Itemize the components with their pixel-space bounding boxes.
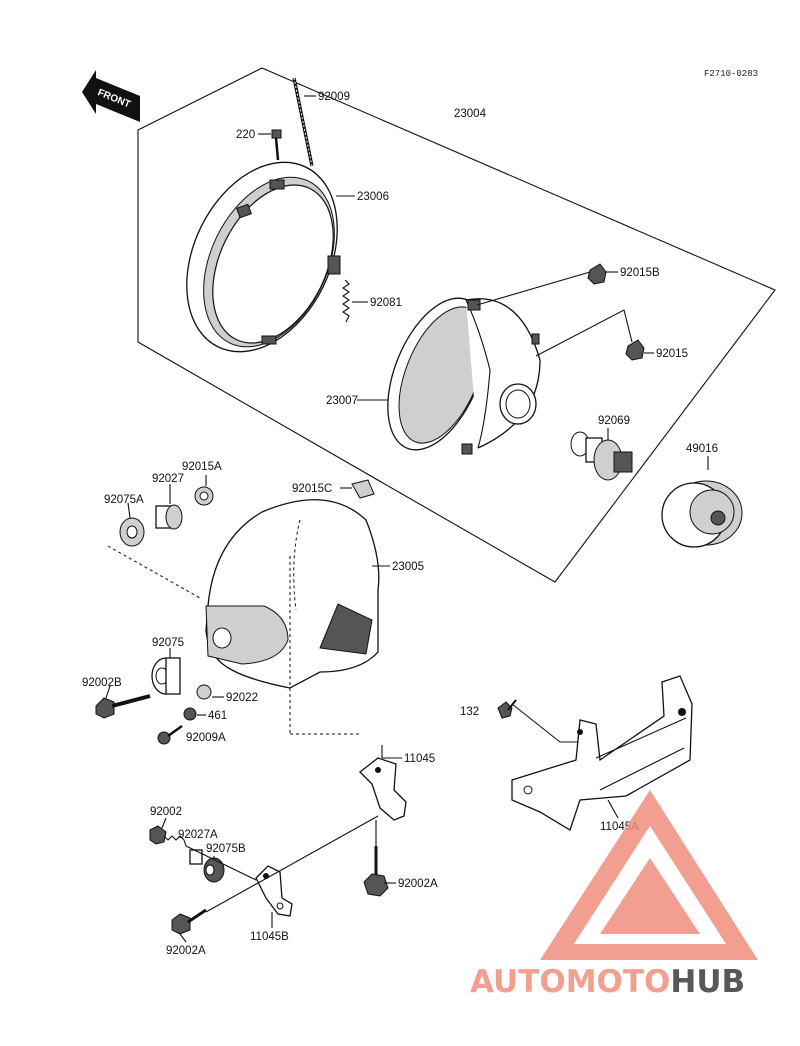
label-92002A-lower: 92002A — [166, 945, 206, 957]
automotohub-watermark: AUTOMOTOHUB — [470, 790, 758, 1000]
label-23005: 23005 — [392, 561, 424, 573]
label-92022: 92022 — [226, 692, 258, 704]
label-92009: 92009 — [318, 91, 350, 103]
nut-92015a — [194, 486, 214, 506]
label-92081: 92081 — [370, 297, 402, 309]
label-92027: 92027 — [152, 473, 184, 485]
screw-220 — [271, 129, 282, 161]
collar-92027 — [155, 504, 183, 530]
label-92002A-upper: 92002A — [398, 878, 438, 890]
clip-92015c — [351, 479, 375, 499]
bulb-92069 — [570, 431, 633, 481]
label-23004: 23004 — [454, 108, 487, 120]
collar-92027a — [189, 849, 203, 865]
damper-92075a — [119, 517, 145, 547]
headlight-housing-23005 — [205, 499, 380, 689]
label-220: 220 — [236, 129, 255, 141]
reflector-unit-23007 — [387, 297, 541, 455]
nut-92015 — [625, 339, 645, 361]
label-92075B: 92075B — [206, 843, 246, 855]
watermark-text-part1: AUTOMOTO — [470, 964, 670, 1000]
label-92015A: 92015A — [182, 461, 222, 473]
damper-92075 — [151, 657, 181, 695]
screw-92009 — [292, 77, 314, 167]
svg-text:AUTOMOTOHUB: AUTOMOTOHUB — [470, 964, 745, 1000]
label-23006: 23006 — [357, 191, 389, 203]
rubber-boot-49016 — [661, 480, 743, 548]
rim-ring-23006 — [186, 161, 341, 353]
label-92009A: 92009A — [186, 732, 226, 744]
label-92027A: 92027A — [178, 829, 218, 841]
nut-461 — [183, 707, 197, 721]
watermark-text-part2: HUB — [670, 964, 745, 1000]
label-92002B: 92002B — [82, 677, 122, 689]
label-132: 132 — [460, 706, 479, 718]
bolt-132 — [497, 699, 517, 719]
label-11045: 11045 — [404, 753, 435, 765]
label-92015C: 92015C — [292, 483, 332, 495]
washer-92022 — [196, 684, 212, 700]
nut-92015b — [587, 263, 607, 285]
figure-code: F2710-0283 — [704, 69, 758, 79]
bolt-92002a-lower — [171, 908, 207, 935]
bracket-11045 — [359, 757, 407, 821]
label-92075: 92075 — [152, 637, 184, 649]
bolt-92002b — [95, 694, 151, 719]
label-92069: 92069 — [598, 415, 630, 427]
label-49016: 49016 — [686, 443, 718, 455]
screw-92009a — [157, 724, 183, 745]
spring-92081 — [342, 279, 350, 323]
bolt-92002a-upper — [363, 846, 389, 897]
label-11045B: 11045B — [250, 931, 289, 943]
damper-92075b — [203, 857, 225, 883]
label-461: 461 — [208, 710, 227, 722]
label-92015: 92015 — [656, 348, 688, 360]
label-92075A: 92075A — [104, 494, 144, 506]
label-23007: 23007 — [326, 395, 358, 407]
bracket-11045a — [511, 675, 693, 831]
assembly-23004-outline — [137, 67, 776, 583]
front-arrow-icon: FRONT — [82, 70, 140, 122]
label-92015B: 92015B — [620, 267, 660, 279]
bolt-92002 — [149, 825, 187, 847]
label-92002: 92002 — [150, 806, 182, 818]
